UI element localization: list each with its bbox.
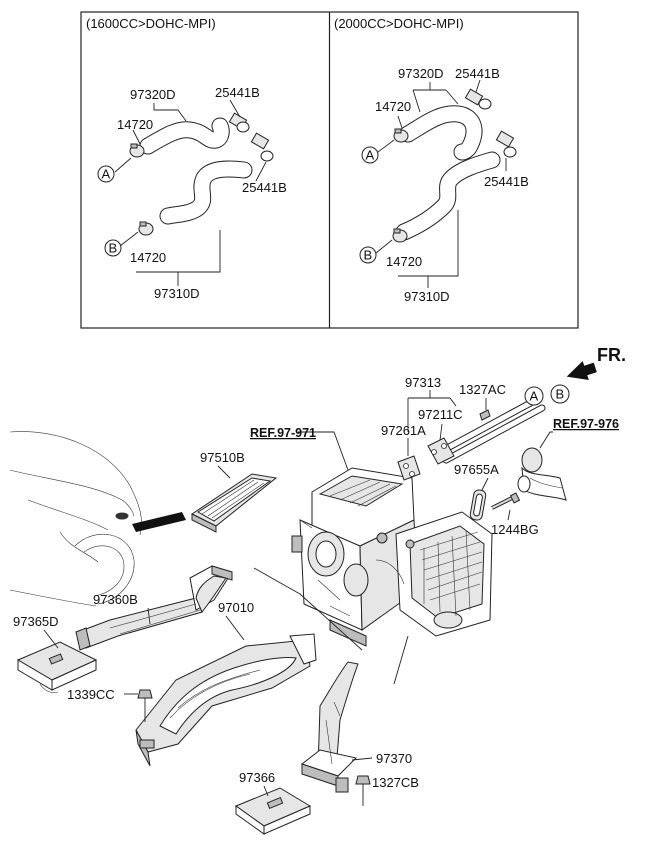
label-97320d: 97320D	[130, 87, 176, 102]
hvac-housing	[291, 467, 493, 685]
svg-text:B: B	[556, 387, 565, 402]
clip-icon	[495, 130, 517, 158]
screw-1327cb	[355, 775, 371, 806]
label-25441b: 25441B	[215, 85, 260, 100]
label-97310d: 97310D	[404, 289, 450, 304]
label-97211c: 97211C	[418, 407, 463, 422]
bolt-1244bg	[491, 492, 521, 510]
label-97010: 97010	[218, 600, 254, 615]
label-25441b: 25441B	[455, 66, 500, 81]
label-1339cc: 1339CC	[67, 687, 115, 702]
engine-variant-box: (1600CC>DOHC-MPI) (2000CC>DOHC-MPI)	[80, 11, 579, 329]
dash-bracket	[517, 447, 567, 501]
fr-label: FR.	[597, 345, 626, 365]
fr-arrow: FR.	[566, 345, 626, 380]
label-97313: 97313	[405, 375, 441, 390]
cabin-filter: 97510B	[191, 450, 278, 533]
label-97510b: 97510B	[200, 450, 245, 465]
label-97366: 97366	[239, 770, 275, 785]
marker-a-circle: A	[524, 386, 544, 406]
label-14720: 14720	[386, 254, 422, 269]
screw-1339cc	[137, 689, 153, 722]
marker-a-circle: A	[361, 146, 379, 164]
label-1327ac: 1327AC	[459, 382, 506, 397]
duct-97370	[300, 661, 359, 793]
svg-text:B: B	[109, 241, 118, 256]
label-97365d: 97365D	[13, 614, 59, 629]
left-panel-hoses: A B 97320D 14720 25441B 25441B 14720 973…	[97, 85, 287, 301]
label-97310d: 97310D	[154, 286, 200, 301]
marker-b-circle: B	[550, 384, 570, 404]
right-panel-hoses: A B 97320D 25441B 14720 25441B 14720 973…	[359, 66, 529, 304]
duct-97360b	[75, 565, 233, 651]
label-97370: 97370	[376, 751, 412, 766]
label-97655a: 97655A	[454, 462, 499, 477]
svg-text:B: B	[364, 248, 373, 263]
duct-97365d	[16, 641, 98, 693]
label-25441b: 25441B	[242, 180, 287, 195]
seal-97655a	[469, 489, 487, 521]
ref-97-971: REF.97-971	[250, 426, 316, 440]
label-14720: 14720	[130, 250, 166, 265]
label-1327cb: 1327CB	[372, 775, 419, 790]
svg-text:A: A	[102, 167, 111, 182]
label-14720: 14720	[117, 117, 153, 132]
label-97320d: 97320D	[398, 66, 444, 81]
duct-97366	[234, 787, 312, 835]
svg-text:A: A	[530, 389, 539, 404]
section-title-2000cc: (2000CC>DOHC-MPI)	[334, 16, 464, 31]
clip-icon	[228, 112, 250, 133]
svg-text:A: A	[366, 148, 375, 163]
duct-97010	[135, 615, 317, 767]
clip-icon	[250, 132, 274, 162]
section-title-1600cc: (1600CC>DOHC-MPI)	[86, 16, 216, 31]
marker-b-circle: B	[359, 246, 377, 264]
ref-97-976: REF.97-976	[553, 417, 619, 431]
pipe-assembly	[397, 396, 546, 481]
label-14720: 14720	[375, 99, 411, 114]
label-1244bg: 1244BG	[491, 522, 539, 537]
label-97261a: 97261A	[381, 423, 426, 438]
marker-b-circle: B	[104, 239, 122, 257]
label-97360b: 97360B	[93, 592, 138, 607]
marker-a-circle: A	[97, 165, 115, 183]
clip-icon	[464, 88, 492, 110]
label-25441b: 25441B	[484, 174, 529, 189]
filter-location-arrow	[132, 512, 186, 532]
vehicle-outline	[9, 431, 142, 607]
